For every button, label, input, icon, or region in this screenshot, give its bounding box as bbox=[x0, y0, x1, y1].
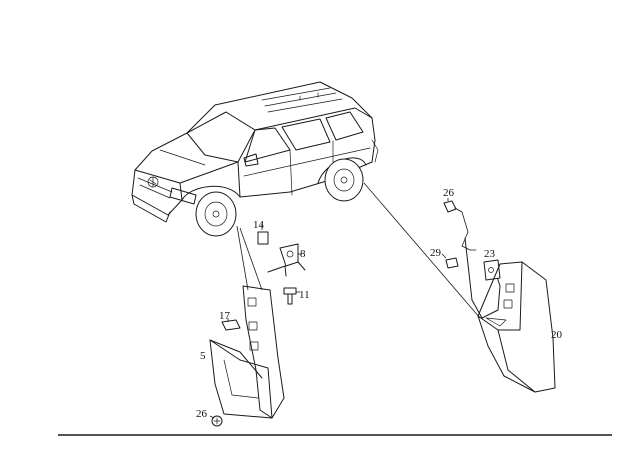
part-26-top-screw bbox=[443, 198, 463, 213]
callout-labels: 26 14 8 11 29 23 17 5 20 26 bbox=[196, 187, 563, 420]
part-14-clip bbox=[257, 224, 269, 245]
callout-17: 17 bbox=[219, 310, 231, 322]
leader-lines bbox=[236, 182, 481, 319]
part-26-bottom-screw bbox=[209, 415, 223, 427]
callout-8: 8 bbox=[300, 248, 306, 260]
callout-11: 11 bbox=[299, 289, 310, 301]
rear-fastener-line bbox=[461, 211, 471, 251]
part-8-bracket bbox=[267, 243, 306, 277]
rear-mud-flap bbox=[464, 237, 556, 393]
vehicle-illustration bbox=[131, 81, 379, 237]
callout-26-bottom: 26 bbox=[196, 408, 208, 420]
callout-26-top: 26 bbox=[443, 187, 455, 199]
callout-29: 29 bbox=[430, 247, 442, 259]
part-29-nut bbox=[441, 253, 459, 269]
part-11-screw bbox=[283, 287, 300, 305]
callout-5: 5 bbox=[200, 350, 206, 362]
front-mud-flap bbox=[209, 285, 285, 419]
part-17-fastener bbox=[221, 318, 241, 331]
callout-20: 20 bbox=[551, 329, 563, 341]
callout-14: 14 bbox=[253, 219, 265, 231]
callout-23: 23 bbox=[484, 248, 496, 260]
